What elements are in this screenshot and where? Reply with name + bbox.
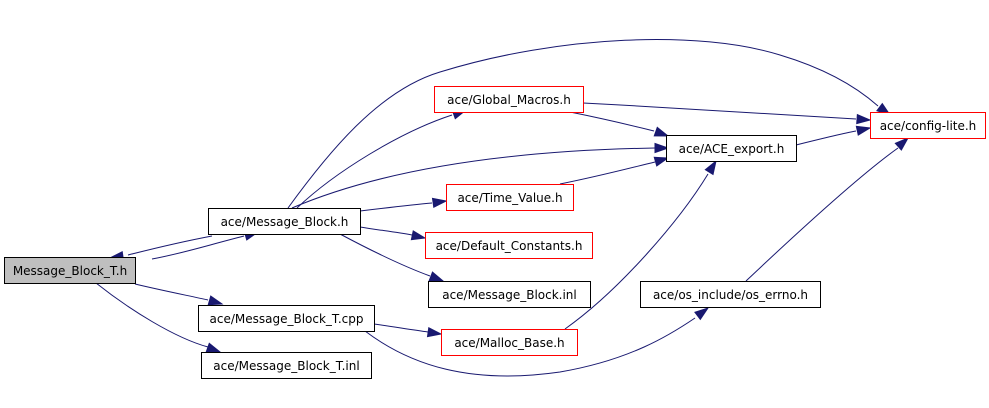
edge-line: [296, 114, 453, 209]
node-box: [4, 257, 136, 284]
edge-message_block_t_h-to-message_block_t_inl: [95, 282, 222, 353]
edge-arrowhead: [856, 113, 872, 125]
edge-message_block_t_cpp-to-os_errno_h: [364, 307, 710, 377]
node-box: [666, 135, 797, 162]
edge-line: [134, 283, 209, 301]
node-box: [425, 232, 593, 259]
node-label: ace/Message_Block_T.cpp: [210, 312, 364, 326]
node-box: [441, 329, 578, 356]
edge-message_block_t_cpp-to-malloc_base_h: [373, 323, 443, 338]
edge-ace_export_h-to-config_lite_h: [795, 125, 872, 146]
edge-line: [364, 317, 696, 377]
node-config_lite_h[interactable]: ace/config-lite.h: [870, 112, 986, 139]
edge-message_block_h-to-default_constants_h: [359, 226, 427, 241]
node-message_block_h[interactable]: ace/Message_Block.h: [208, 208, 361, 235]
edge-line: [582, 102, 857, 120]
edge-arrowhead: [207, 295, 224, 306]
node-label: ace/Message_Block_T.inl: [213, 359, 359, 373]
edge-line: [95, 282, 209, 348]
edge-message_block_h-to-message_block_inl: [339, 233, 445, 282]
edge-message_block_h-to-config_lite_h: [287, 39, 892, 209]
edge-time_value_h-to-ace_export_h: [559, 156, 670, 185]
edge-line: [745, 147, 899, 282]
edge-message_block_h-to-global_macros_h: [296, 109, 468, 209]
edge-line: [287, 39, 879, 209]
edge-arrowhead: [654, 142, 670, 154]
node-box: [208, 208, 361, 235]
nodes-layer: Message_Block_T.h ace/Message_Block.h ace/…: [4, 86, 986, 379]
node-label: Message_Block_T.h: [13, 264, 127, 278]
node-ace_export_h[interactable]: ace/ACE_export.h: [666, 135, 797, 162]
edge-arrowhead: [894, 136, 910, 151]
node-label: ace/Time_Value.h: [457, 191, 562, 205]
edge-global_macros_h-to-config_lite_h: [582, 102, 872, 125]
edge-message_block_t_h-to-message_block_t_cpp: [134, 283, 224, 306]
node-default_constants_h[interactable]: ace/Default_Constants.h: [425, 232, 593, 259]
edge-line: [359, 202, 433, 212]
node-message_block_t_h: Message_Block_T.h: [4, 257, 136, 284]
edge-line: [569, 111, 655, 132]
edge-global_macros_h-to-ace_export_h: [569, 111, 670, 137]
node-box: [428, 281, 591, 308]
node-box: [446, 184, 574, 211]
edge-arrowhead: [704, 159, 717, 176]
edge-arrowhead: [653, 156, 670, 167]
node-malloc_base_h[interactable]: ace/Malloc_Base.h: [441, 329, 578, 356]
edge-line: [795, 130, 857, 146]
edge-arrowhead: [855, 125, 872, 136]
edge-line: [564, 173, 709, 330]
node-message_block_t_cpp[interactable]: ace/Message_Block_T.cpp: [198, 305, 375, 332]
node-os_errno_h[interactable]: ace/os_include/os_errno.h: [640, 281, 821, 308]
edge-line: [339, 233, 431, 277]
node-time_value_h[interactable]: ace/Time_Value.h: [446, 184, 574, 211]
edge-malloc_base_h-to-ace_export_h: [564, 159, 717, 330]
edge-line: [127, 235, 213, 256]
edge-arrowhead: [205, 342, 222, 353]
edge-line: [359, 226, 413, 236]
node-label: ace/Message_Block.h: [221, 215, 349, 229]
edge-message_block_h-to-ace_export_h: [291, 142, 670, 209]
node-label: ace/os_include/os_errno.h: [653, 288, 808, 302]
node-label: ace/Default_Constants.h: [436, 239, 583, 253]
edge-line: [373, 323, 429, 333]
edge-arrowhead: [426, 326, 443, 338]
node-label: ace/Message_Block.inl: [442, 288, 577, 302]
edge-arrowhead: [653, 126, 670, 137]
node-message_block_t_inl[interactable]: ace/Message_Block_T.inl: [201, 352, 372, 379]
node-message_block_inl[interactable]: ace/Message_Block.inl: [428, 281, 591, 308]
edge-arrowhead: [428, 271, 445, 282]
edge-line: [559, 161, 656, 185]
edge-arrowhead: [694, 307, 710, 321]
node-global_macros_h[interactable]: ace/Global_Macros.h: [434, 86, 584, 113]
node-label: ace/ACE_export.h: [679, 142, 785, 156]
node-label: ace/Global_Macros.h: [447, 93, 571, 107]
node-box: [434, 86, 584, 113]
node-box: [198, 305, 375, 332]
edge-arrowhead: [410, 230, 427, 241]
node-box: [870, 112, 986, 139]
node-label: ace/Malloc_Base.h: [454, 336, 564, 350]
edge-line: [291, 147, 656, 209]
edge-arrowhead: [431, 197, 448, 209]
node-box: [640, 281, 821, 308]
node-box: [201, 352, 372, 379]
edge-os_errno_h-to-config_lite_h: [745, 136, 910, 282]
edge-message_block_h-to-time_value_h: [359, 197, 448, 212]
edge-line: [151, 235, 245, 260]
node-label: ace/config-lite.h: [880, 119, 977, 133]
